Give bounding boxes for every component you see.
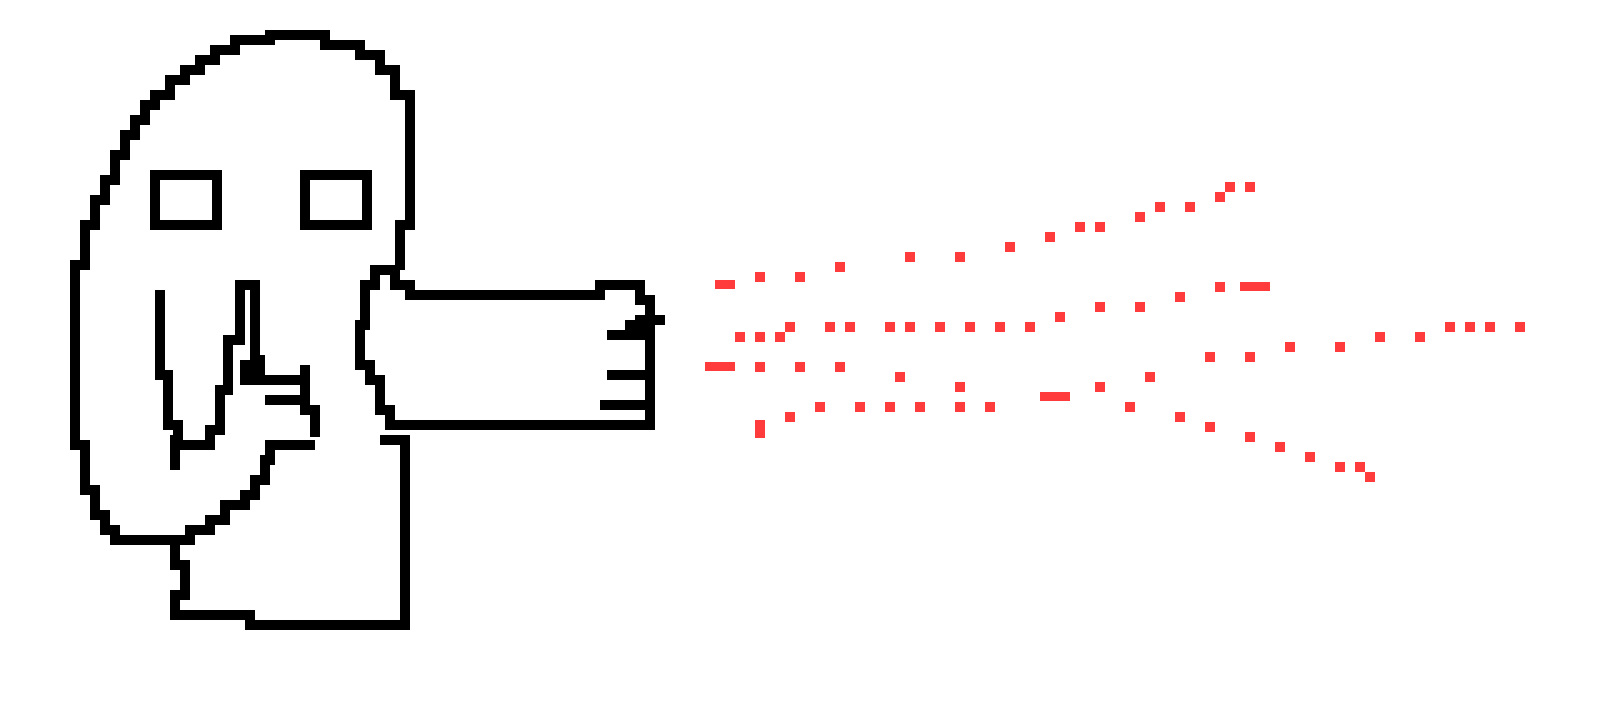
arm-outline [355,265,655,430]
spray-dot [1365,472,1375,482]
spray-dot [1415,332,1425,342]
spray-dot [1335,462,1345,472]
spray-dot [935,322,945,332]
spray-dot [905,252,915,262]
spray-dot [715,280,735,289]
spray-dot [1240,282,1270,291]
spray-dot [1335,342,1345,352]
spray-dot [955,402,965,412]
spray-dot [1305,452,1315,462]
spray-dot [915,402,925,412]
spray-dot [1515,322,1525,332]
spray-dot [1245,352,1255,362]
head-outline [70,30,415,545]
spray-dot [1135,212,1145,222]
spray-dot [1145,372,1155,382]
spray-dot [795,272,805,282]
spray-dot [1285,342,1295,352]
spray-dot [1355,462,1365,472]
spray-dot [995,322,1005,332]
spray-dot [985,402,995,412]
spray-dot [885,402,895,412]
spray-dot [785,322,795,332]
spray-dot [955,252,965,262]
spray-dot [965,322,975,332]
spray-dot [755,272,765,282]
spray-dot [735,332,745,342]
spray-dot [895,372,905,382]
spray-dot [1125,402,1135,412]
spray-dot [905,322,915,332]
spray-dot [1045,232,1055,242]
spray-dot [1055,312,1065,322]
spray-dot [885,322,895,332]
spray-dot [1075,222,1085,232]
spray-dot [1040,392,1070,401]
spray-dot [1185,202,1195,212]
spray-dot [1445,322,1455,332]
body-outline [170,435,410,630]
spray-dot [1095,222,1105,232]
right-eye [300,170,372,230]
spray-dot [755,332,765,342]
pixel-character [70,30,665,630]
mouth-dark-block [240,360,260,385]
spray-dot [1025,322,1035,332]
spray-dot [815,402,825,412]
spray-particles [705,182,1525,482]
spray-dot [1095,382,1105,392]
spray-dot [1375,332,1385,342]
left-eye [150,170,222,230]
spray-dot [1245,182,1255,192]
spray-dot [835,262,845,272]
spray-dot [1005,242,1015,252]
spray-dot [1215,282,1225,292]
spray-dot [1465,322,1475,332]
spray-dot [1485,322,1495,332]
spray-dot [1175,292,1185,302]
spray-dot [845,322,855,332]
face-squiggle [155,280,260,450]
spray-dot [1245,432,1255,442]
spray-dot [1205,422,1215,432]
spray-dot [1155,202,1165,212]
spray-dot [825,322,835,332]
spray-dot [1095,302,1105,312]
spray-dot [955,382,965,392]
finger-lines [600,315,665,410]
spray-dot [1205,352,1215,362]
spray-dot [755,362,765,372]
spray-dot [1135,302,1145,312]
spray-dot [785,412,795,422]
spray-dot [855,402,865,412]
spray-dot [795,362,805,372]
spray-dot [835,362,845,372]
spray-dot [1275,442,1285,452]
spray-dot [1215,192,1225,202]
spray-dot [755,420,765,438]
spray-dot [1225,182,1235,192]
spray-dot [775,332,785,342]
spray-dot [705,362,735,371]
spray-dot [1175,412,1185,422]
